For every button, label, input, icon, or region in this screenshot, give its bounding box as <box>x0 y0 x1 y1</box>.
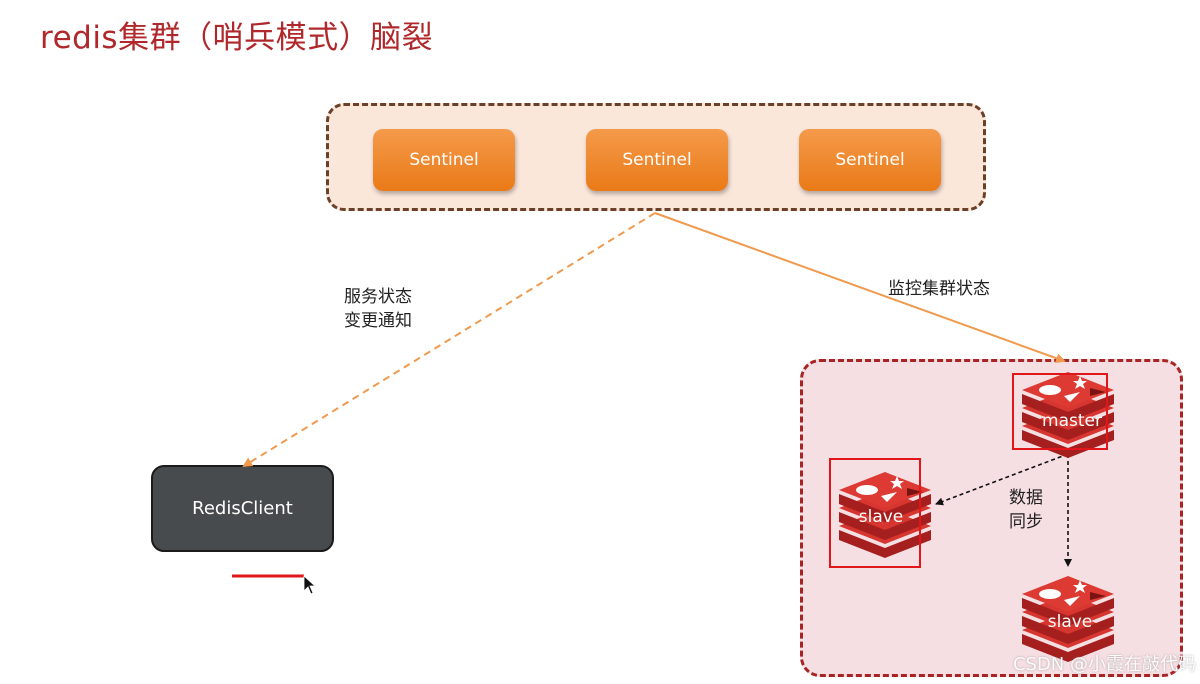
sentinel-node-2[interactable]: Sentinel <box>586 129 728 191</box>
master-node[interactable]: master <box>1022 372 1114 458</box>
sync-arrow-left <box>935 453 1069 506</box>
slave-left-node[interactable]: slave <box>839 472 931 558</box>
slave-left-label: slave <box>859 507 904 527</box>
watermark: CSDN @小霞在敲代码 <box>1012 654 1196 675</box>
notify-label-line2: 变更通知 <box>344 311 412 331</box>
sync-label: 数据 同步 <box>1009 486 1043 534</box>
monitor-arrow <box>654 212 1066 363</box>
sentinel-group: Sentinel Sentinel Sentinel <box>326 103 986 211</box>
master-highlight-box <box>1012 373 1108 450</box>
notify-arrow <box>242 212 656 468</box>
notify-label: 服务状态 变更通知 <box>344 285 412 333</box>
slave-highlight-box <box>829 458 921 568</box>
slave-bottom-node[interactable]: slave <box>1022 576 1114 662</box>
monitor-label: 监控集群状态 <box>888 279 990 299</box>
sentinel-node-1[interactable]: Sentinel <box>373 129 515 191</box>
sync-label-line1: 数据 <box>1009 488 1043 508</box>
master-label: master <box>1042 411 1102 431</box>
notify-label-line1: 服务状态 <box>344 287 412 307</box>
mouse-cursor-icon <box>303 575 317 595</box>
sentinel-node-3[interactable]: Sentinel <box>799 129 941 191</box>
sync-label-line2: 同步 <box>1009 512 1043 532</box>
slave-bottom-label: slave <box>1048 612 1093 632</box>
page-title: redis集群（哨兵模式）脑裂 <box>40 20 434 56</box>
